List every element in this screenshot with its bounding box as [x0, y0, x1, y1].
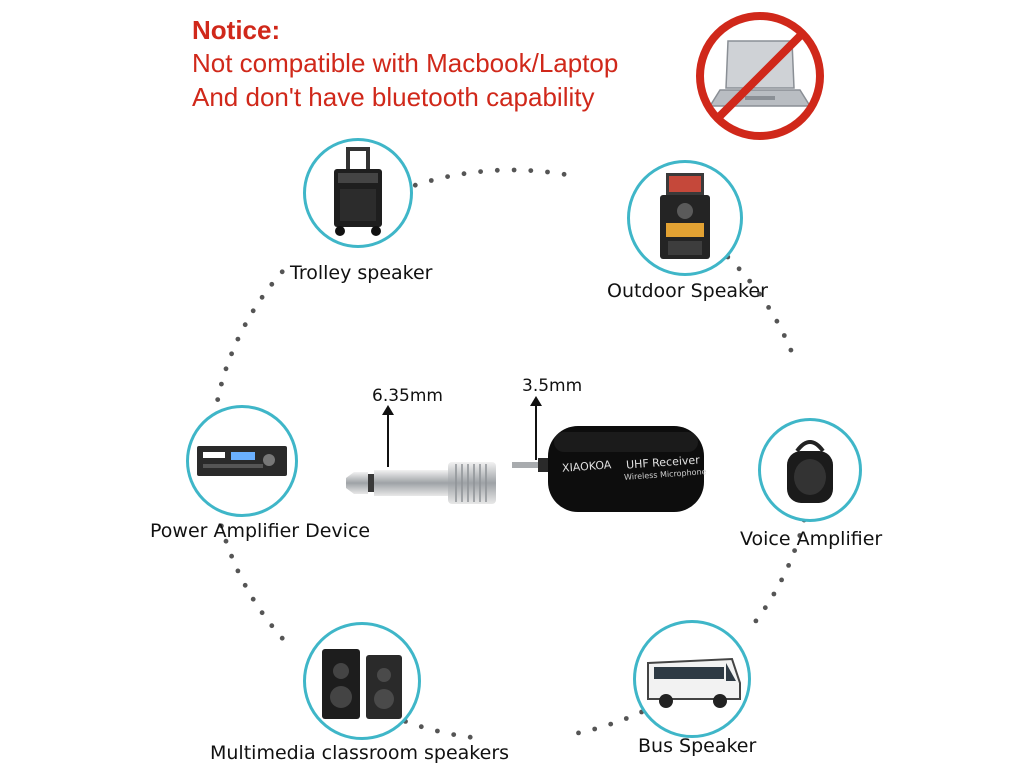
ring-dot [771, 591, 777, 597]
trolley-speaker-bubble [303, 138, 413, 248]
device-label-voice-amplifier: Voice Amplifier [740, 528, 883, 550]
power-amplifier-icon [197, 446, 287, 476]
receiver-icon [512, 426, 704, 512]
ring-dot [451, 732, 457, 737]
adapter-size-label: 6.35mm [372, 386, 443, 406]
ring-dot [774, 318, 780, 324]
ring-dot [576, 730, 581, 736]
ring-dot [797, 533, 803, 538]
ring-dot [792, 548, 797, 553]
ring-dot [608, 721, 614, 727]
classroom-speakers-icon [322, 649, 402, 719]
ring-dot [757, 291, 762, 297]
device-label-power-amplifier: Power Amplifier Device [150, 520, 371, 542]
power-amplifier-bubble [186, 405, 298, 517]
ring-dot [747, 278, 753, 284]
ring-dot [223, 366, 229, 372]
ring-dot [412, 182, 418, 188]
no-laptop-icon [696, 12, 824, 140]
classroom-speakers-bubble [303, 622, 421, 740]
ring-dot [229, 351, 235, 357]
ring-dot [223, 538, 229, 544]
jack-pointer-arrow [530, 396, 542, 460]
ring-dot [461, 171, 467, 177]
voice-amplifier-icon [787, 440, 833, 503]
ring-dot [279, 269, 285, 275]
ring-dot [279, 635, 285, 641]
ring-dot [219, 523, 224, 529]
adapter-plug-icon [346, 462, 496, 504]
voice-amplifier-bubble [758, 418, 862, 522]
ring-dot [259, 610, 265, 616]
notice-line-bluetooth: And don't have bluetooth capability [192, 81, 595, 112]
ring-dot [269, 623, 275, 629]
ring-dot [545, 169, 550, 175]
ring-dot [786, 563, 791, 568]
ring-dot [467, 734, 473, 740]
ring-dot [259, 294, 265, 300]
adapter-pointer-arrow [382, 405, 394, 467]
jack-size-label: 3.5mm [522, 376, 583, 396]
device-label-trolley: Trolley speaker [290, 262, 433, 284]
ring-dot [428, 178, 434, 183]
ring-dot [528, 168, 534, 174]
ring-dot [788, 347, 794, 353]
ring-dot [478, 169, 483, 175]
ring-dot [736, 266, 742, 272]
ring-dot [781, 333, 787, 338]
ring-dot [511, 167, 517, 173]
ring-dot [766, 305, 771, 310]
ring-dot [215, 397, 221, 402]
ring-dot [418, 724, 424, 730]
notice-line-compat: Not compatible with Macbook/Laptop [192, 48, 619, 79]
ring-dot [753, 618, 759, 624]
ring-dot [242, 322, 248, 328]
notice-title: Notice: [192, 15, 281, 45]
outdoor-speaker-icon [660, 173, 710, 259]
ring-dot [269, 281, 275, 287]
ring-dot [250, 596, 256, 602]
device-label-bus: Bus Speaker [638, 735, 757, 757]
ring-dot [242, 582, 248, 588]
ring-dot [435, 728, 440, 734]
trolley-speaker-icon [334, 147, 382, 236]
ring-dot [250, 308, 256, 314]
ring-dot [445, 174, 450, 180]
ring-dot [494, 167, 500, 173]
ring-dot [623, 716, 629, 721]
ring-dot [219, 381, 224, 387]
ring-dot [779, 577, 784, 583]
notice-block: Notice: Not compatible with Macbook/Lapt… [192, 14, 618, 114]
bus-icon [647, 657, 741, 708]
outdoor-speaker-bubble [627, 160, 743, 276]
ring-dot [561, 171, 567, 177]
ring-dot [592, 726, 598, 732]
ring-dot [229, 553, 235, 559]
ring-dot [235, 336, 241, 342]
device-label-classroom: Multimedia classroom speakers [210, 742, 510, 764]
ring-dot [762, 605, 768, 611]
bus-bubble [633, 620, 751, 738]
device-label-outdoor: Outdoor Speaker [607, 280, 768, 302]
ring-dot [235, 568, 241, 574]
